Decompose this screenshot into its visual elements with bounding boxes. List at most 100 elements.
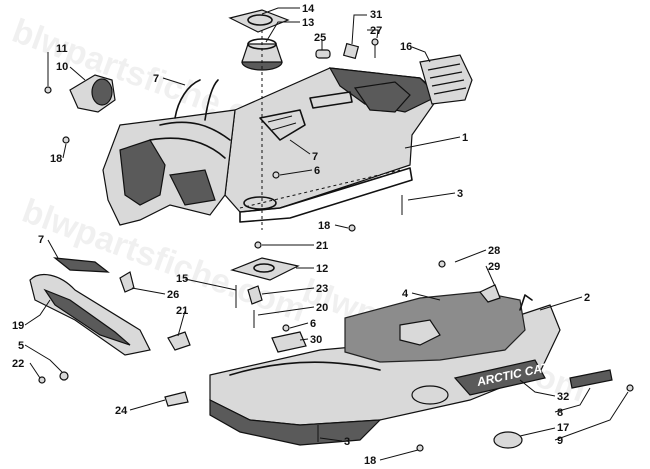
- callout-16: 16: [400, 41, 412, 53]
- screw-18-lower: [416, 444, 424, 452]
- fairing-post-right: [204, 79, 219, 121]
- reflector-8: [569, 369, 613, 389]
- callout-1: 1: [462, 132, 468, 144]
- callout-18a: 18: [50, 153, 62, 165]
- screw-27: [371, 38, 379, 46]
- leader-30: [299, 338, 309, 341]
- leader-5: [24, 344, 63, 373]
- leader-1: [404, 136, 461, 149]
- callout-6b: 6: [310, 318, 316, 330]
- mount-21-left: [167, 331, 191, 351]
- leader-6a: [279, 169, 313, 176]
- callout-23: 23: [316, 283, 328, 295]
- callout-6a: 6: [314, 165, 320, 177]
- bumper-19-shade: [43, 288, 131, 346]
- leader-18c: [379, 449, 419, 461]
- callout-13: 13: [302, 17, 314, 29]
- leader-7c: [47, 239, 59, 259]
- leader-27: [367, 29, 379, 39]
- leader-18b: [334, 224, 349, 229]
- screw-18-upper: [348, 224, 356, 232]
- console-window: [259, 109, 306, 141]
- callout-2: 2: [584, 292, 590, 304]
- leader-2: [539, 296, 583, 311]
- bracket-24: [164, 391, 189, 407]
- callout-17: 17: [557, 422, 569, 434]
- belly-pan-underside: [209, 399, 382, 446]
- screw-22: [38, 376, 46, 384]
- mid-hardware: [62, 136, 403, 328]
- screw-9: [626, 384, 634, 392]
- callout-9: 9: [557, 435, 563, 447]
- headlight-housing: [44, 74, 116, 113]
- leader-24: [129, 399, 166, 411]
- console-bottom-edge: [239, 167, 413, 223]
- washer-21-upper: [254, 241, 262, 249]
- leader-8: [554, 387, 591, 413]
- callout-26: 26: [167, 289, 179, 301]
- callout-27: 27: [370, 25, 382, 37]
- leader-29: [485, 265, 496, 287]
- leader-20: [257, 306, 315, 316]
- leader-32: [519, 379, 556, 397]
- fairing-contour-2: [149, 137, 226, 159]
- callout-22: 22: [12, 358, 24, 370]
- leader-19: [24, 299, 51, 326]
- plate-12-hole: [253, 263, 275, 273]
- leader-23: [261, 287, 315, 295]
- leader-7b: [289, 139, 311, 155]
- leader-21b: [177, 310, 186, 337]
- grommet-31: [342, 42, 360, 60]
- leader-22: [29, 362, 41, 379]
- callout-14: 14: [302, 3, 315, 15]
- leader-10: [69, 66, 86, 81]
- callout-28: 28: [488, 245, 500, 257]
- callout-18b: 18: [318, 220, 330, 232]
- callout-7a: 7: [153, 73, 159, 85]
- leader-31: [351, 14, 367, 45]
- callout-8: 8: [557, 407, 563, 419]
- screw-28: [438, 260, 446, 268]
- decal-7-left: [53, 257, 110, 273]
- belly-pan-contour: [229, 361, 381, 376]
- callout-32: 32: [557, 391, 569, 403]
- cap-17: [493, 431, 523, 449]
- screw-18-left: [62, 136, 70, 144]
- headlight-screw: [44, 86, 52, 94]
- leader-13: [265, 21, 300, 43]
- window-hatch: [267, 115, 297, 131]
- leader-3a: [407, 192, 456, 201]
- leader-28: [454, 249, 487, 263]
- leader-16: [411, 46, 431, 63]
- headlight-lens: [91, 78, 113, 106]
- steering-boot: [228, 9, 290, 230]
- boot-13-body: [241, 43, 283, 63]
- upper-right-parts: [315, 38, 473, 105]
- callout-11: 11: [56, 43, 68, 55]
- washer-5: [59, 371, 69, 381]
- logo-panel: [453, 359, 546, 396]
- screen-4-cutout: [399, 319, 441, 346]
- vent-16-louvers: [427, 63, 467, 95]
- callout-4: 4: [402, 288, 409, 300]
- screw-6-upper: [272, 171, 280, 179]
- plate-14: [228, 9, 290, 33]
- callout-12: 12: [316, 263, 328, 275]
- leader-4: [411, 292, 441, 301]
- leader-26: [131, 287, 166, 295]
- callout-15: 15: [176, 273, 188, 285]
- leader-6b: [289, 322, 309, 329]
- callout-3b: 3: [344, 436, 350, 448]
- leader-17: [519, 427, 556, 437]
- leader-lines: [24, 7, 629, 461]
- fairing-lower-shade: [169, 169, 216, 206]
- leader-18a: [62, 143, 67, 159]
- callout-5: 5: [18, 340, 24, 352]
- clip-23: [247, 285, 263, 305]
- callout-24: 24: [115, 405, 128, 417]
- callout-25: 25: [314, 32, 326, 44]
- plate-14-hole: [247, 14, 273, 26]
- callout-31: 31: [370, 9, 382, 21]
- callout-numbers: 14 13 31 27 25 16 11 10 7 1 7 6 3 18 18 …: [12, 3, 590, 467]
